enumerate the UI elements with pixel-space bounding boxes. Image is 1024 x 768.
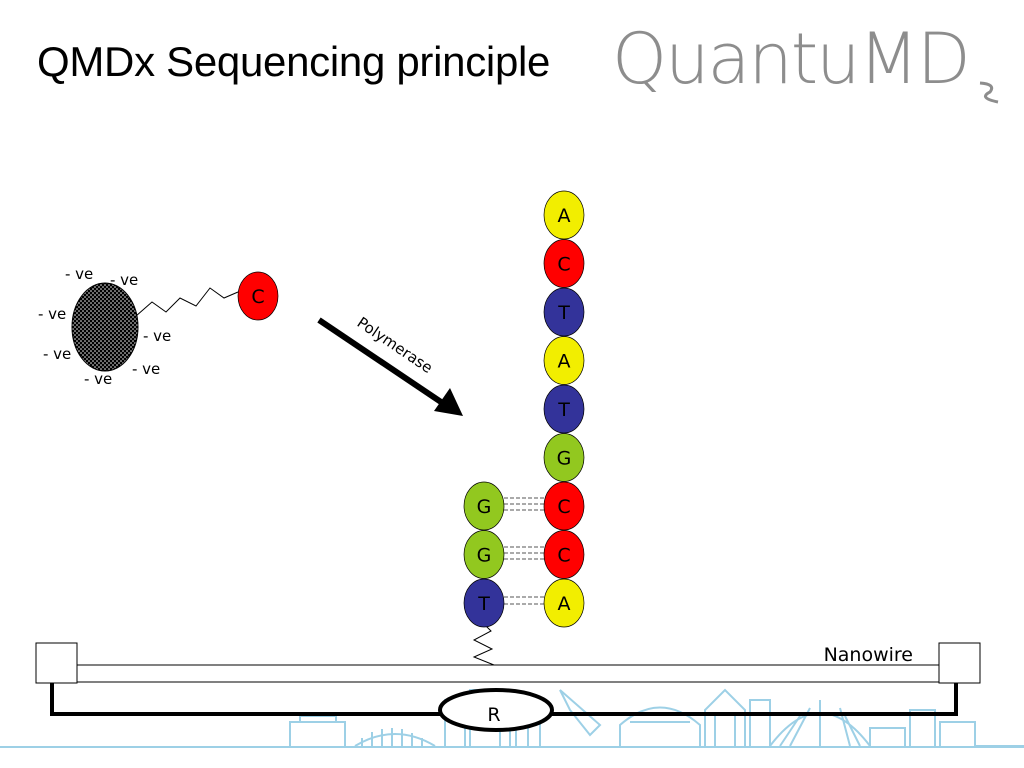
nucleotide-label: A [558, 205, 571, 227]
slide-title: QMDx Sequencing principle [37, 38, 551, 85]
charge-label: - ve [132, 360, 160, 378]
nucleotide: T [463, 578, 505, 628]
charge-label: - ve [110, 271, 138, 289]
left-electrode [35, 642, 78, 684]
charge-label: - ve [38, 305, 66, 323]
nanowire-label: Nanowire [824, 644, 913, 666]
nucleotide-label: C [557, 496, 570, 518]
nucleotide: C [543, 530, 585, 579]
resistor-label: R [487, 704, 500, 726]
nucleotide-circle [543, 239, 585, 288]
nucleotide: A [543, 336, 585, 385]
nucleotide-circle [543, 578, 585, 628]
synthesized-strand: G G T [463, 481, 505, 628]
nucleotide-label: T [557, 302, 570, 324]
nucleotide-label: T [477, 593, 490, 615]
nucleotide-circle [543, 384, 585, 434]
nucleotide-circle [543, 481, 585, 531]
template-strand: A C T A T G C C A [543, 190, 585, 628]
charge-label: - ve [43, 345, 71, 363]
nucleotide-label: T [557, 399, 570, 421]
arrow-head-icon [434, 388, 463, 416]
nucleotide-circle [543, 530, 585, 579]
nucleotide-label: A [558, 593, 571, 615]
bead-linker [135, 287, 239, 317]
base-pair-bonds [504, 497, 545, 605]
nucleotide-circle [463, 578, 505, 628]
quantumd-logo: QuantuMD [612, 18, 971, 100]
charged-nucleotide-tag: C - ve - ve - ve - ve - ve - ve - ve [38, 265, 279, 388]
free-nucleotide-circle [237, 271, 279, 321]
right-electrode [938, 642, 981, 684]
nucleotide: G [463, 530, 505, 579]
nucleotide: T [543, 287, 585, 337]
nucleotide: G [543, 433, 585, 482]
nucleotide-label: G [477, 545, 492, 567]
nucleotide-label: G [557, 448, 572, 470]
nucleotide: T [543, 384, 585, 434]
nucleotide-label: C [557, 254, 570, 276]
nucleotide: G [463, 481, 505, 531]
nanowire-circuit: R Nanowire [35, 642, 981, 732]
nucleotide-label: C [557, 545, 570, 567]
nucleotide-label: A [558, 351, 571, 373]
polymerase-arrow: Polymerase [317, 313, 463, 416]
nucleotide: C [543, 239, 585, 288]
nucleotide-circle [543, 190, 585, 240]
nucleotide: C [543, 481, 585, 531]
logo-swirl-icon [979, 81, 999, 104]
charge-label: - ve [84, 370, 112, 388]
nucleotide-circle [543, 336, 585, 385]
nucleotide-circle [543, 287, 585, 337]
charge-label: - ve [65, 265, 93, 283]
nucleotide-circle [543, 433, 585, 482]
charged-bead [71, 282, 139, 372]
nucleotide: A [543, 190, 585, 240]
nucleotide-circle [463, 481, 505, 531]
charge-label: - ve [143, 327, 171, 345]
nucleotide-label: G [477, 496, 492, 518]
nucleotide: A [543, 578, 585, 628]
nucleotide-circle [463, 530, 505, 579]
free-nucleotide-label: C [251, 286, 264, 308]
resistor-ellipse [438, 688, 554, 732]
